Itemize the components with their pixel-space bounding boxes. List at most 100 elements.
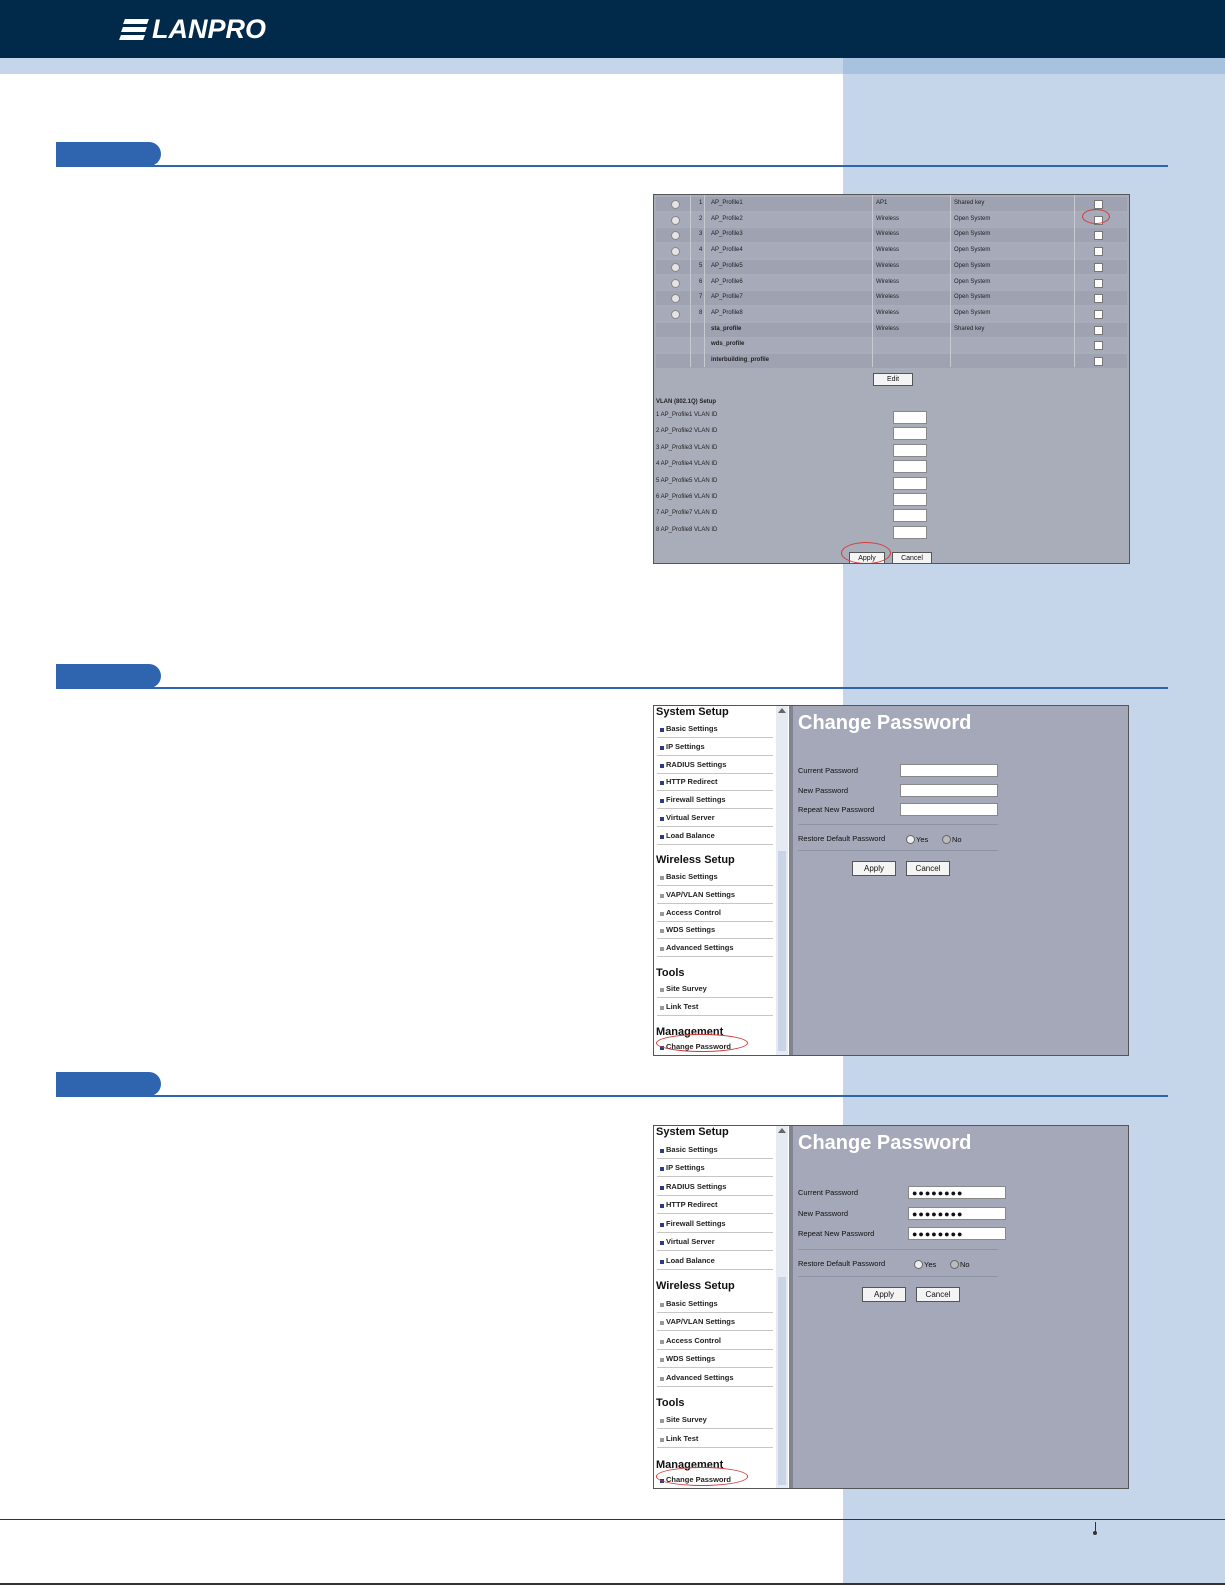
password-input[interactable]: ●●●●●●●● <box>908 1186 1006 1200</box>
profile-auth: Open System <box>954 309 991 316</box>
nav-item[interactable]: VAP/VLAN Settings <box>657 888 773 904</box>
profile-radio[interactable] <box>671 294 680 304</box>
nav-item[interactable]: Virtual Server <box>657 1235 773 1252</box>
vlan-id-input[interactable] <box>893 476 927 490</box>
profile-radio[interactable] <box>671 247 680 257</box>
nav-item[interactable]: Link Test <box>657 1000 773 1016</box>
vlan-id-input[interactable] <box>893 509 927 523</box>
nav-item[interactable]: Site Survey <box>657 1413 773 1430</box>
password-input[interactable] <box>900 803 998 816</box>
profile-name: AP_Profile5 <box>711 262 743 269</box>
form-divider <box>798 850 998 851</box>
nav-item[interactable]: RADIUS Settings <box>657 1180 773 1196</box>
restore-yes-radio[interactable] <box>914 1260 923 1270</box>
password-input[interactable]: ●●●●●●●● <box>908 1226 1006 1240</box>
nav-item[interactable]: Load Balance <box>657 829 773 845</box>
nav-item[interactable]: HTTP Redirect <box>657 1198 773 1215</box>
profile-checkbox[interactable] <box>1094 325 1103 335</box>
header-stripe <box>0 58 843 74</box>
profile-radio[interactable] <box>671 278 680 288</box>
profile-radio[interactable] <box>671 215 680 225</box>
password-input[interactable] <box>900 784 998 797</box>
profile-radio[interactable] <box>671 231 680 241</box>
apply-button[interactable]: Apply <box>862 1287 906 1303</box>
footer-marker <box>1095 1522 1096 1533</box>
vlan-id-input[interactable] <box>893 525 927 539</box>
nav-item[interactable]: Advanced Settings <box>657 941 773 958</box>
nav-item[interactable]: Firewall Settings <box>657 1217 773 1233</box>
vlan-id-input[interactable] <box>893 493 927 506</box>
profile-checkbox[interactable] <box>1094 278 1103 288</box>
nav-item[interactable]: RADIUS Settings <box>657 758 773 774</box>
profile-checkbox[interactable] <box>1094 357 1103 366</box>
apply-button[interactable]: Apply <box>852 861 896 876</box>
profile-auth: Open System <box>954 231 991 238</box>
vlan-id-input[interactable] <box>893 443 927 457</box>
nav-item[interactable]: Basic Settings <box>657 1143 773 1159</box>
section-tab-2 <box>56 664 161 688</box>
profile-radio[interactable] <box>671 200 680 209</box>
nav-item[interactable]: WDS Settings <box>657 923 773 940</box>
nav-item[interactable]: Basic Settings <box>657 722 773 738</box>
restore-yes-radio[interactable] <box>906 835 915 844</box>
nav-item-label: WDS Settings <box>666 1354 716 1364</box>
vlan-id-input[interactable] <box>893 411 927 424</box>
profile-radio[interactable] <box>671 309 680 319</box>
profile-radio[interactable] <box>671 262 680 272</box>
profile-checkbox[interactable] <box>1094 200 1103 209</box>
nav-scroll-thumb[interactable] <box>778 851 786 1051</box>
profile-checkbox[interactable] <box>1094 341 1103 351</box>
cancel-button[interactable]: Cancel <box>916 1287 960 1303</box>
nav-bullet-icon <box>660 1376 664 1381</box>
nav-item[interactable]: Link Test <box>657 1432 773 1448</box>
profile-checkbox[interactable] <box>1094 309 1103 319</box>
profile-auth: Open System <box>954 215 991 222</box>
profile-number: 6 <box>699 278 703 285</box>
vlan-id-input[interactable] <box>893 460 927 474</box>
nav-item[interactable]: Load Balance <box>657 1254 773 1270</box>
nav-bullet-icon <box>660 929 664 934</box>
nav-item[interactable]: Virtual Server <box>657 811 773 827</box>
nav-item[interactable]: Site Survey <box>657 982 773 998</box>
nav-item[interactable]: Access Control <box>657 906 773 922</box>
vlan-label: 7 AP_Profile7 VLAN ID <box>656 510 718 517</box>
restore-no-radio[interactable] <box>950 1260 959 1270</box>
nav-item[interactable]: IP Settings <box>657 1161 773 1178</box>
restore-no-radio[interactable] <box>942 835 951 844</box>
nav-scroll-thumb[interactable] <box>778 1276 786 1485</box>
profile-auth: Open System <box>954 247 991 254</box>
profile-checkbox[interactable] <box>1094 294 1103 304</box>
nav-item[interactable]: HTTP Redirect <box>657 775 773 792</box>
profile-type: Wireless <box>876 262 900 269</box>
password-input[interactable] <box>900 764 998 777</box>
nav-item[interactable]: WDS Settings <box>657 1352 773 1369</box>
nav-item[interactable]: Basic Settings <box>657 1297 773 1313</box>
profile-checkbox[interactable] <box>1094 231 1103 241</box>
nav-item[interactable]: IP Settings <box>657 740 773 756</box>
edit-button[interactable]: Edit <box>873 373 913 386</box>
nav-bullet-icon <box>660 799 664 804</box>
table-divider <box>704 195 705 367</box>
nav-item[interactable]: Access Control <box>657 1334 773 1350</box>
cancel-button[interactable]: Cancel <box>906 861 950 876</box>
nav-item[interactable]: VAP/VLAN Settings <box>657 1315 773 1332</box>
cancel-button[interactable]: Cancel <box>892 552 932 563</box>
profile-type: Wireless <box>876 247 900 254</box>
profile-checkbox[interactable] <box>1094 262 1103 272</box>
password-input[interactable]: ●●●●●●●● <box>908 1207 1006 1221</box>
yes-label: Yes <box>916 835 929 844</box>
nav-item[interactable]: Basic Settings <box>657 870 773 886</box>
highlight-change-password <box>656 1034 748 1052</box>
scroll-up-arrow-icon[interactable] <box>778 708 786 713</box>
nav-bullet-icon <box>660 988 664 992</box>
nav-item[interactable]: Firewall Settings <box>657 793 773 810</box>
vlan-label: 1 AP_Profile1 VLAN ID <box>656 412 718 418</box>
vlan-label: 3 AP_Profile3 VLAN ID <box>656 444 718 451</box>
vlan-id-input[interactable] <box>893 427 927 441</box>
profile-checkbox[interactable] <box>1094 247 1103 257</box>
scroll-up-arrow-icon[interactable] <box>778 1128 786 1133</box>
nav-item[interactable]: Advanced Settings <box>657 1371 773 1387</box>
